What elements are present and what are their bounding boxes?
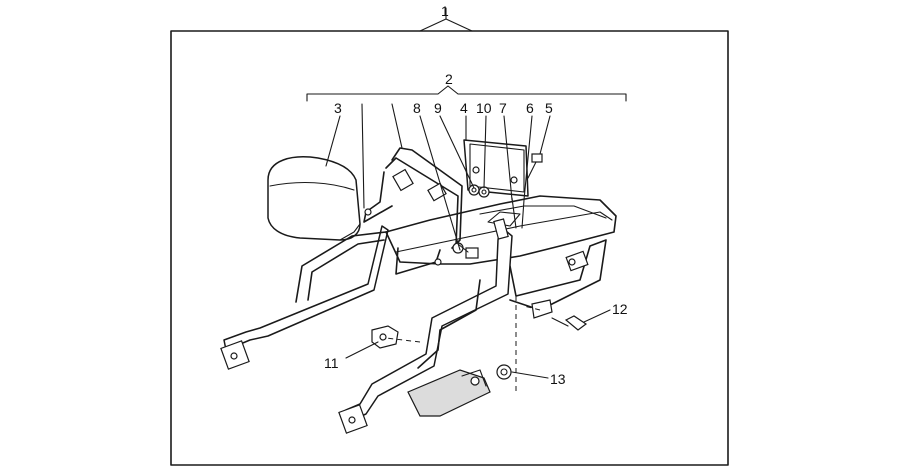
leader-unlabeled-b — [391, 103, 403, 149]
callout-7: 7 — [499, 100, 507, 116]
leader-7 — [503, 115, 513, 201]
callout-2: 2 — [445, 71, 453, 87]
leader-10 — [483, 115, 487, 189]
dashed-axis-2 — [385, 337, 421, 343]
bolt-8 — [457, 243, 479, 259]
leader-13 — [511, 371, 549, 379]
bracket-1 — [419, 18, 473, 32]
leader-11 — [345, 341, 379, 359]
stud-6-7 — [493, 197, 525, 240]
leader-8 — [419, 115, 461, 251]
nut-13 — [496, 364, 512, 380]
right-frame-rail — [338, 225, 513, 434]
leader-3 — [325, 115, 341, 167]
reflector-plate — [463, 139, 529, 197]
callout-1: 1 — [441, 3, 449, 19]
callout-9: 9 — [434, 100, 442, 116]
backrest-pad — [267, 156, 361, 241]
leader-unlabeled-a — [361, 103, 365, 209]
callout-10: 10 — [476, 100, 492, 116]
leader-5 — [539, 115, 551, 155]
bracket-2 — [306, 85, 627, 102]
callout-3: 3 — [334, 100, 342, 116]
callout-6: 6 — [526, 100, 534, 116]
bracket-12 — [531, 299, 588, 331]
leader-9 — [439, 115, 475, 189]
backrest-bracket — [363, 147, 464, 254]
leader-6 — [523, 115, 533, 201]
callout-4: 4 — [460, 100, 468, 116]
callout-5: 5 — [545, 100, 553, 116]
dashed-axis-3 — [523, 305, 541, 311]
callout-12: 12 — [612, 301, 628, 317]
lower-plate — [407, 369, 491, 417]
clamp-11 — [371, 325, 399, 349]
callout-13: 13 — [550, 371, 566, 387]
assembly-frame — [170, 30, 729, 466]
left-frame-rail — [220, 225, 389, 370]
washers-nuts — [468, 184, 490, 198]
leader-12 — [583, 309, 611, 323]
callout-11: 11 — [324, 355, 339, 371]
callout-8: 8 — [413, 100, 421, 116]
bolt-5 — [527, 153, 543, 179]
